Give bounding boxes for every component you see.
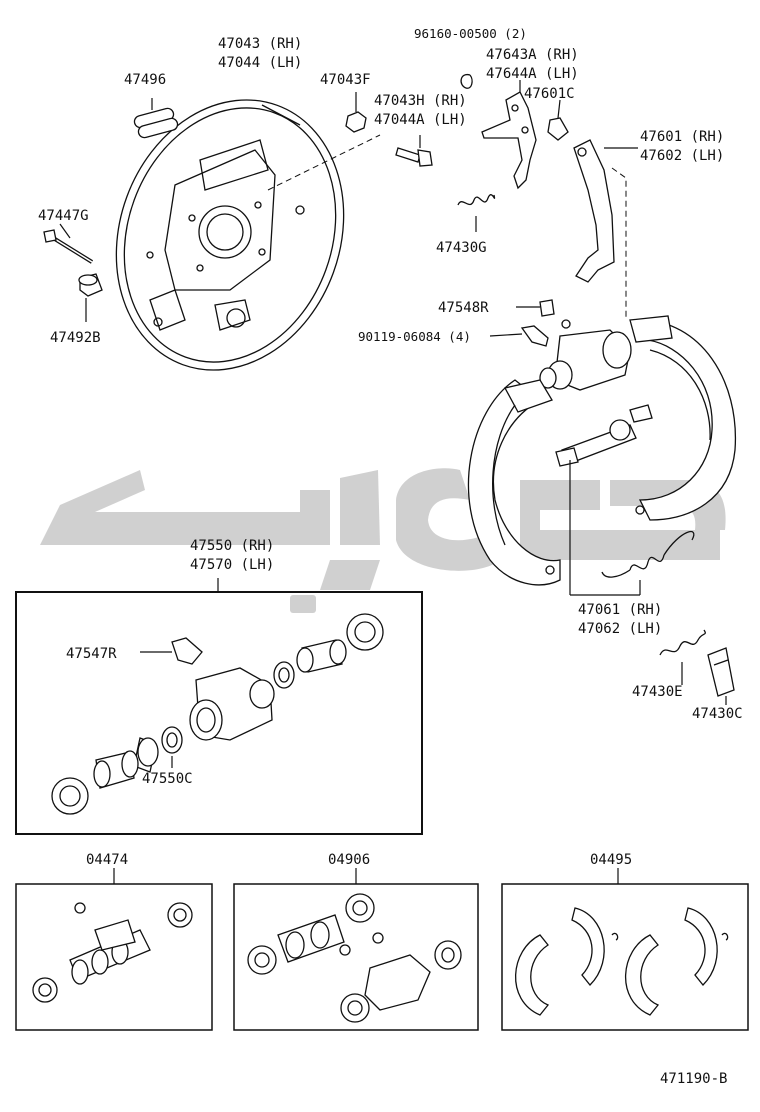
kit-04906-parts [247,893,462,1023]
label-47643A: 47643A (RH) [486,47,579,63]
kit-box-04495 [501,883,749,1031]
label-47430E: 47430E [632,684,683,700]
label-04474: 04474 [86,852,128,868]
label-47043: 47043 (RH) [218,36,302,52]
label-47043H: 47043H (RH) [374,93,467,109]
label-47602: 47602 (LH) [640,148,724,164]
label-47044: 47044 (LH) [218,55,302,71]
clip-96160 [460,73,473,89]
lever-bracket-47643A [481,80,537,190]
wheel-cylinder-exploded-box [15,591,423,835]
clip-47601C [547,99,569,141]
kit-box-04906 [233,883,479,1031]
kit-box-04474 [15,883,213,1031]
clip-47430C [707,647,735,705]
lever-47601 [573,139,638,320]
kit-04495-parts [514,907,729,1016]
spring-47430E [659,629,706,685]
label-47601C: 47601C [524,86,575,102]
part-labels: 47043 (RH) 47044 (LH) 47496 47043F 47043… [38,26,743,1087]
label-47550: 47550 (RH) [190,538,274,554]
bolt-47043H [395,135,433,167]
kit-04474-parts [32,902,193,1003]
label-47430G: 47430G [436,240,487,256]
label-90119: 90119-06084 (4) [358,329,471,344]
label-47043F: 47043F [320,72,371,88]
label-47601: 47601 (RH) [640,129,724,145]
nut-47043F [345,92,367,133]
brake-shoes-assembly [467,315,737,586]
pin-47447G [43,223,94,264]
leader-47061 [569,460,641,596]
label-96160: 96160-00500 (2) [414,26,527,41]
label-47492B: 47492B [50,330,101,346]
label-47447G: 47447G [38,208,89,224]
figure-id: 471190-B [660,1071,727,1087]
label-04495: 04495 [590,852,632,868]
label-47430C: 47430C [692,706,743,722]
plug-47496 [133,98,179,139]
wheel-cylinder-exploded [51,613,384,815]
label-47496: 47496 [124,72,166,88]
label-47570: 47570 (LH) [190,557,274,573]
label-47548R: 47548R [438,300,489,316]
adjuster-screw [555,404,653,467]
spring-47430G [457,194,496,232]
wheel-cylinder-assembly [539,319,632,391]
label-04906: 04906 [328,852,370,868]
label-47547R: 47547R [66,646,117,662]
cup-47492B [78,273,103,322]
bleeder-47548R [516,299,555,317]
label-47644A: 47644A (LH) [486,66,579,82]
label-47061: 47061 (RH) [578,602,662,618]
label-47062: 47062 (LH) [578,621,662,637]
label-47550C: 47550C [142,771,193,787]
return-spring-assembly [601,531,695,578]
label-47044A: 47044A (LH) [374,112,467,128]
bolt-90119 [489,325,549,347]
backing-plate [115,99,381,371]
